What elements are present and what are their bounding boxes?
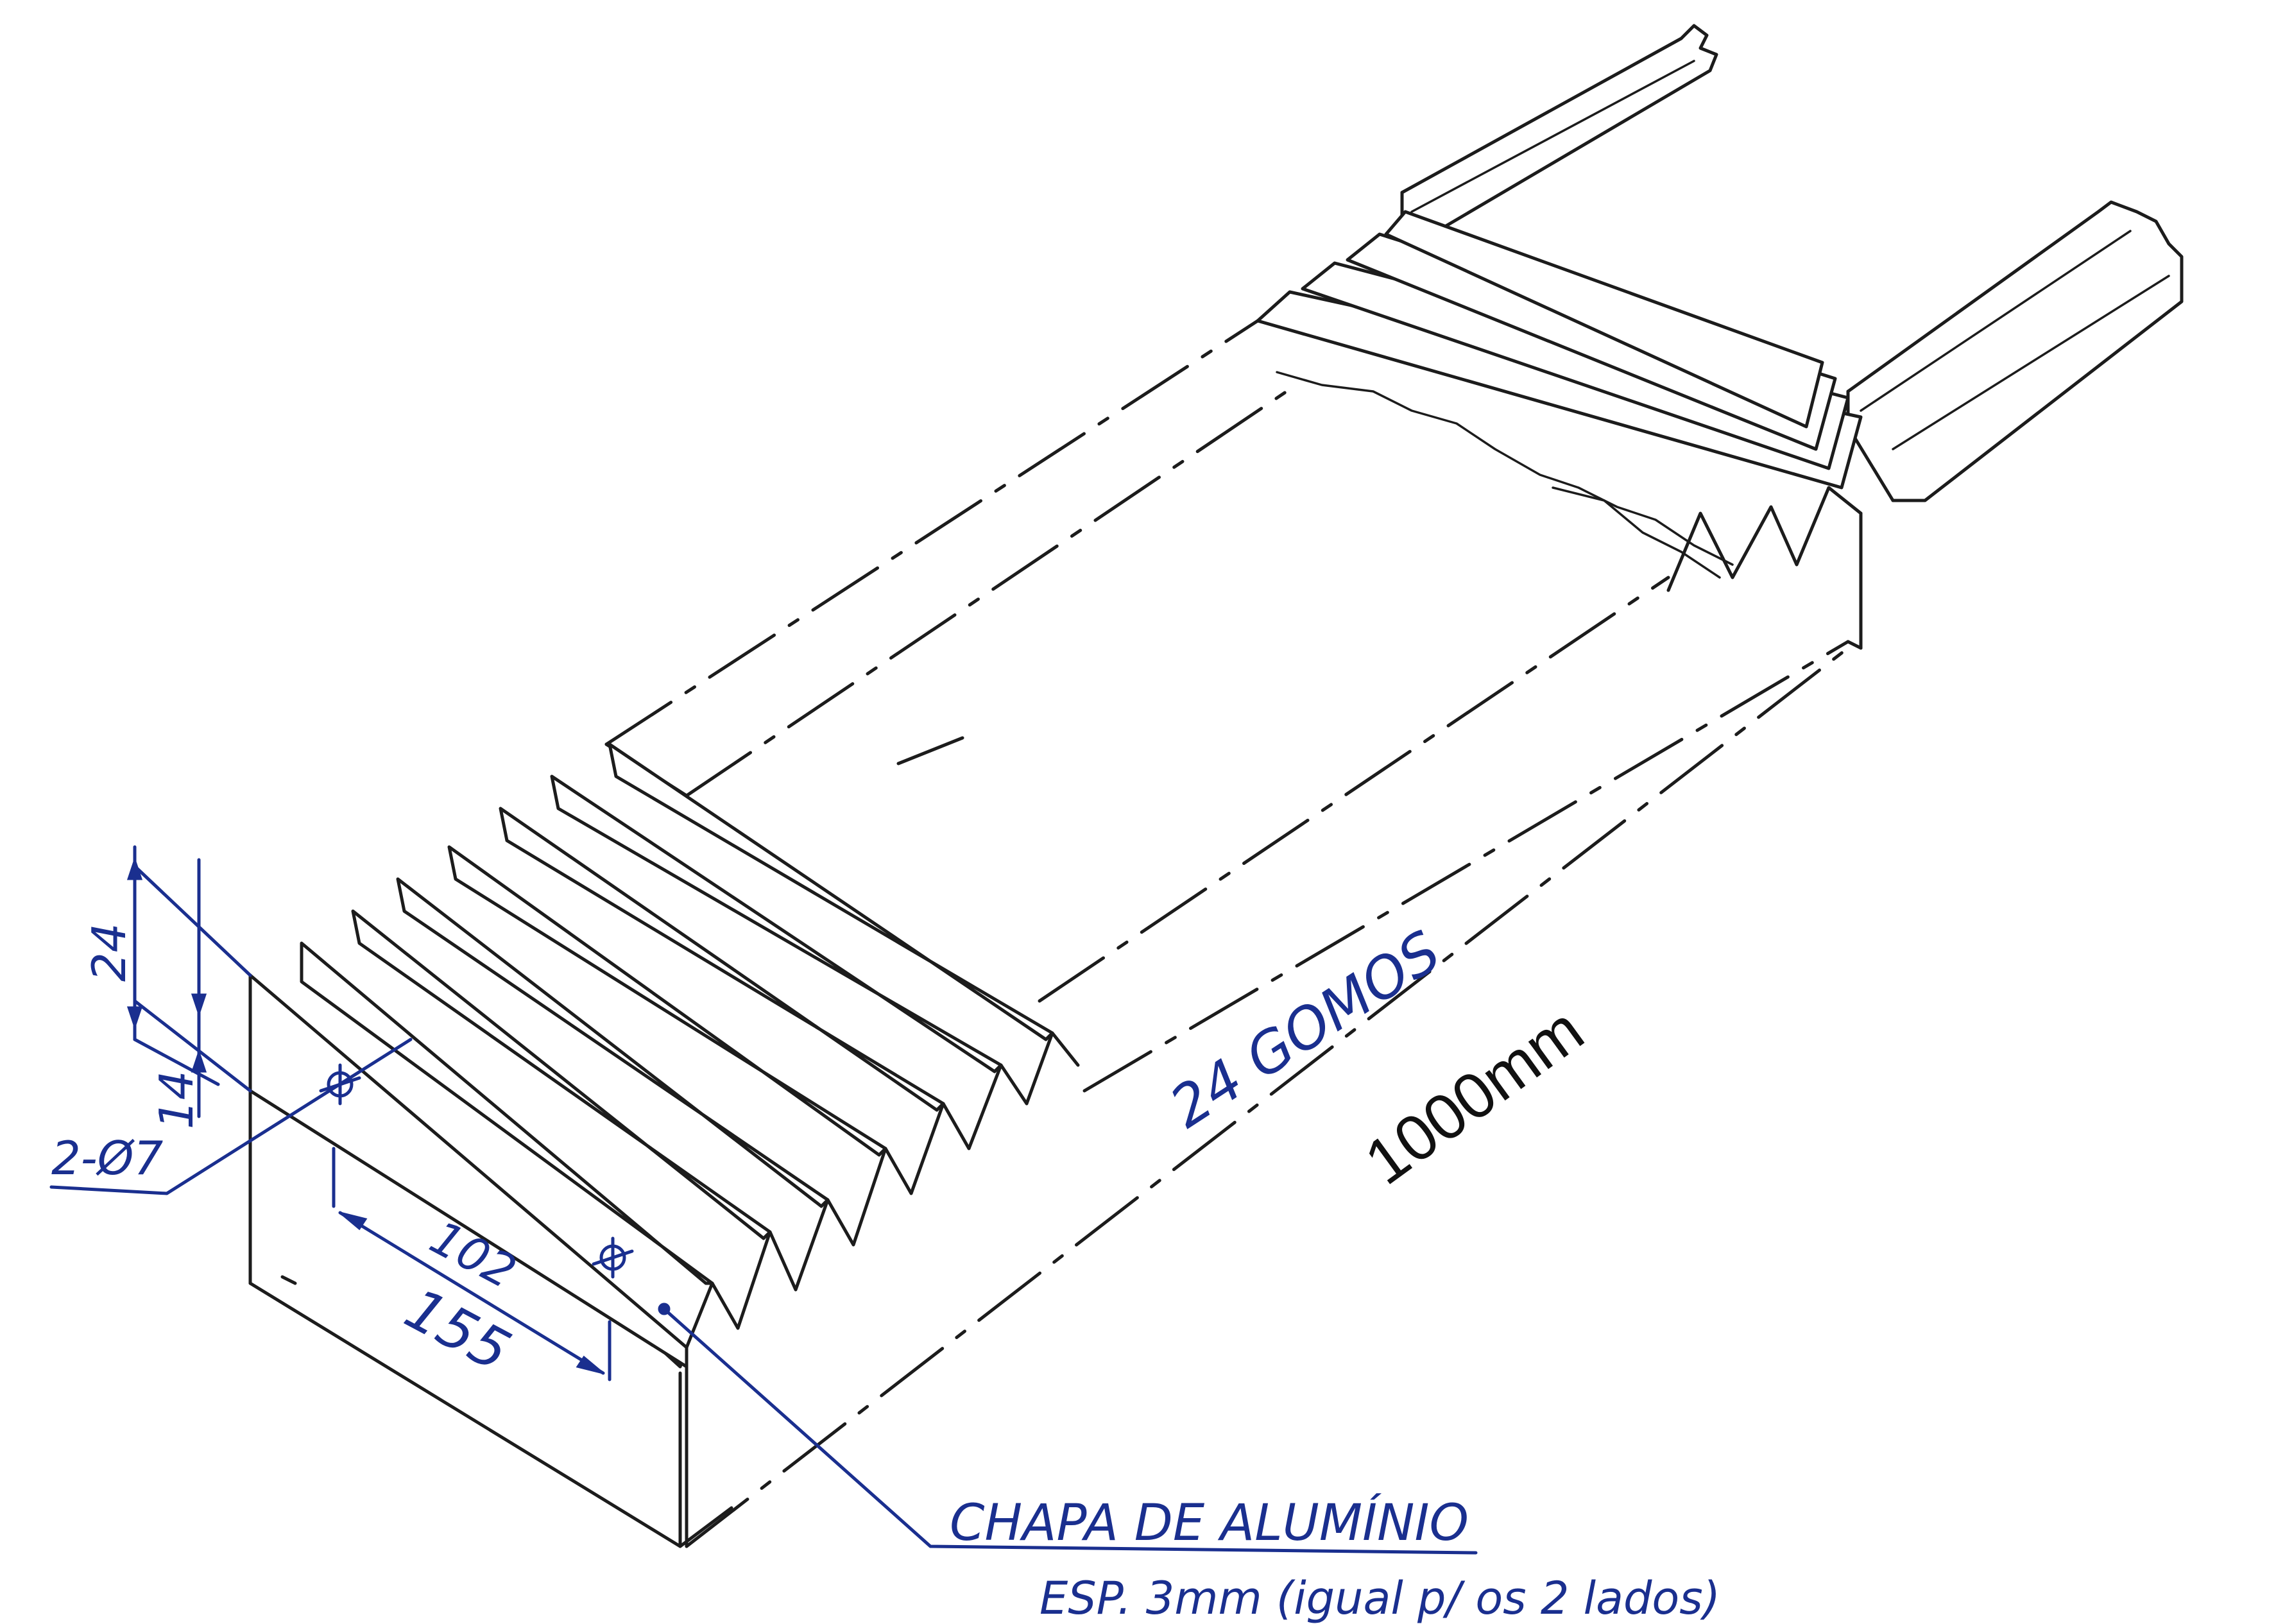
height-dimension-label: 24 [82,923,136,982]
dimension-lines [49,845,1478,1555]
front-bellows-pleats [248,742,1080,1548]
lower-rail [1846,200,2184,502]
hole-spec-label: 2-Ø7 [51,1131,163,1185]
material-thickness-label: ESP. 3mm (igual p/ os 2 lados) [1040,1572,1720,1624]
cover-box [248,319,1863,1548]
upper-rail [1400,24,1718,233]
hole-offset-dimension-label: 14 [150,1070,203,1129]
material-label: CHAPA DE ALUMÍNIO [950,1493,1469,1552]
total-length-label: 1000mm [1352,994,1596,1199]
back-bellows-pleats [1256,210,1863,592]
